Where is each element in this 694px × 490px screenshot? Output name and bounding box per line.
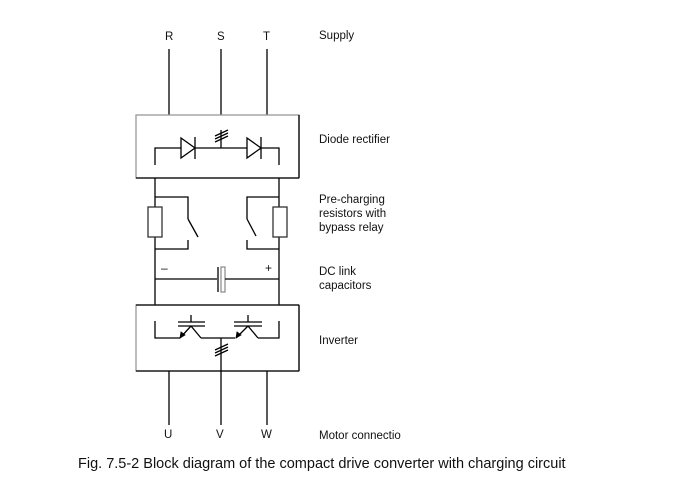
- resistor-icon: [272, 206, 288, 238]
- precharge-left: [147, 196, 199, 250]
- inverter-block: [135, 304, 300, 372]
- terminal-s: S: [217, 31, 225, 43]
- label-precharging-line: bypass relay: [319, 222, 384, 234]
- precharge-right: [246, 196, 288, 250]
- dc-link-capacitor-icon: [155, 266, 279, 293]
- label-supply: Supply: [319, 30, 355, 42]
- relay-switch-icon: [187, 218, 199, 238]
- resistor-icon: [147, 206, 163, 238]
- label-diode-rectifier: Diode rectifier: [319, 134, 390, 146]
- label-precharging-line: Pre-charging: [319, 194, 385, 206]
- label-motor-connection: Motor connectio: [319, 430, 401, 442]
- terminal-v: V: [216, 429, 224, 441]
- figure-caption: Fig. 7.5-2 Block diagram of the compact …: [78, 456, 566, 472]
- rectifier-bus: [154, 147, 280, 165]
- label-precharging-line: resistors with: [319, 208, 387, 220]
- label-inverter: Inverter: [319, 335, 358, 347]
- igbt-icon: [234, 315, 280, 339]
- three-phase-marker-icon: [214, 129, 229, 148]
- diode-icon: [246, 136, 263, 160]
- label-dc-link-line: capacitors: [319, 280, 372, 292]
- diode-icon: [180, 136, 197, 160]
- terminal-r: R: [165, 31, 174, 43]
- terminal-t: T: [263, 31, 271, 43]
- diode-rectifier-block: [135, 114, 300, 179]
- label-precharging: Pre-charging resistors with bypass relay: [319, 193, 386, 235]
- relay-switch-icon: [246, 218, 257, 237]
- dc-negative-sign: –: [161, 261, 168, 275]
- label-dc-link: DC link capacitors: [319, 265, 371, 293]
- terminal-w: W: [261, 429, 272, 441]
- three-phase-marker-icon: [214, 338, 229, 371]
- igbt-icon: [154, 315, 235, 339]
- label-dc-link-line: DC link: [319, 266, 357, 278]
- dc-positive-sign: +: [265, 261, 273, 275]
- terminal-u: U: [164, 429, 173, 441]
